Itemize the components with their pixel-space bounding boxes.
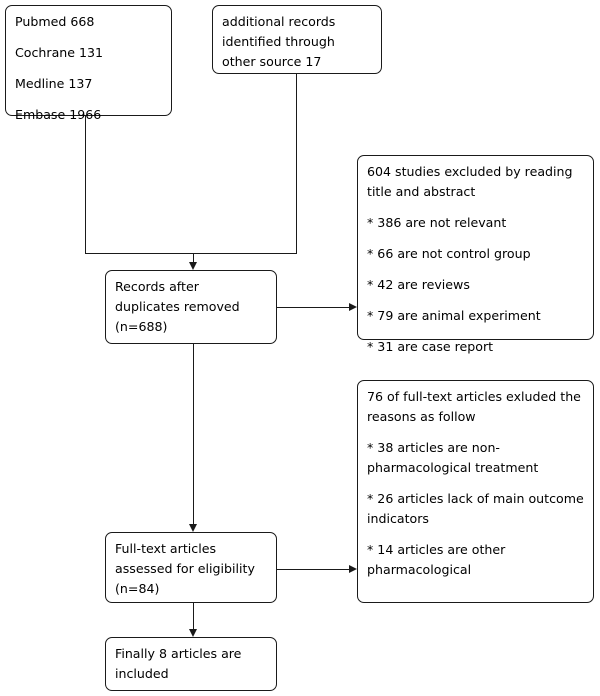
connector-other-sources-down — [296, 74, 297, 254]
box-records-after-duplicates: Records after duplicates removed (n=688) — [105, 270, 277, 344]
fulltext-reason-other-pharmacological: * 14 articles are other pharmacological — [367, 542, 506, 577]
connector-databases-down — [85, 116, 86, 254]
connector-fulltext-to-excluded — [277, 569, 349, 570]
fulltext-reason-non-pharmacological: * 38 articles are non-pharmacological tr… — [367, 440, 539, 475]
other-sources-text: additional records identified through ot… — [222, 14, 336, 69]
records-after-duplicates-text: Records after duplicates removed (n=688) — [115, 279, 240, 334]
box-fulltext-excluded: 76 of full-text articles exluded the rea… — [357, 380, 594, 603]
box-identification-databases: Pubmed 668 Cochrane 131 Medline 137 Emba… — [5, 5, 172, 122]
screening-excluded-heading: 604 studies excluded by reading title an… — [367, 164, 573, 199]
connector-fulltext-to-included — [193, 603, 194, 629]
box-identification-other-sources: additional records identified through ot… — [212, 5, 382, 74]
arrowhead-into-fulltext-excluded — [349, 565, 357, 573]
connector-merge-to-records — [193, 253, 194, 263]
db-line-pubmed: Pubmed 668 — [15, 14, 95, 29]
fulltext-excluded-heading: 76 of full-text articles exluded the rea… — [367, 389, 581, 424]
arrowhead-into-records — [189, 262, 197, 270]
screening-reason-not-relevant: * 386 are not relevant — [367, 215, 507, 230]
db-line-cochrane: Cochrane 131 — [15, 45, 104, 60]
screening-reason-reviews: * 42 are reviews — [367, 277, 470, 292]
box-fulltext-assessed: Full-text articles assessed for eligibil… — [105, 532, 277, 603]
box-screening-excluded: 604 studies excluded by reading title an… — [357, 155, 594, 354]
arrowhead-into-fulltext — [189, 524, 197, 532]
box-studies-included: Finally 8 articles are included — [105, 637, 277, 691]
db-line-embase: Embase 1966 — [15, 107, 102, 122]
arrowhead-into-included — [189, 629, 197, 637]
screening-reason-case-report: * 31 are case report — [367, 339, 494, 354]
screening-reason-animal-experiment: * 79 are animal experiment — [367, 308, 541, 323]
connector-records-to-fulltext — [193, 344, 194, 524]
screening-reason-not-control-group: * 66 are not control group — [367, 246, 531, 261]
db-line-medline: Medline 137 — [15, 76, 93, 91]
fulltext-assessed-text: Full-text articles assessed for eligibil… — [115, 541, 255, 596]
connector-records-to-excluded — [277, 307, 349, 308]
arrowhead-into-screening-excluded — [349, 303, 357, 311]
fulltext-reason-lack-main-outcome: * 26 articles lack of main outcome indic… — [367, 491, 584, 526]
connector-merge-bar — [85, 253, 297, 254]
included-text: Finally 8 articles are included — [115, 646, 242, 681]
